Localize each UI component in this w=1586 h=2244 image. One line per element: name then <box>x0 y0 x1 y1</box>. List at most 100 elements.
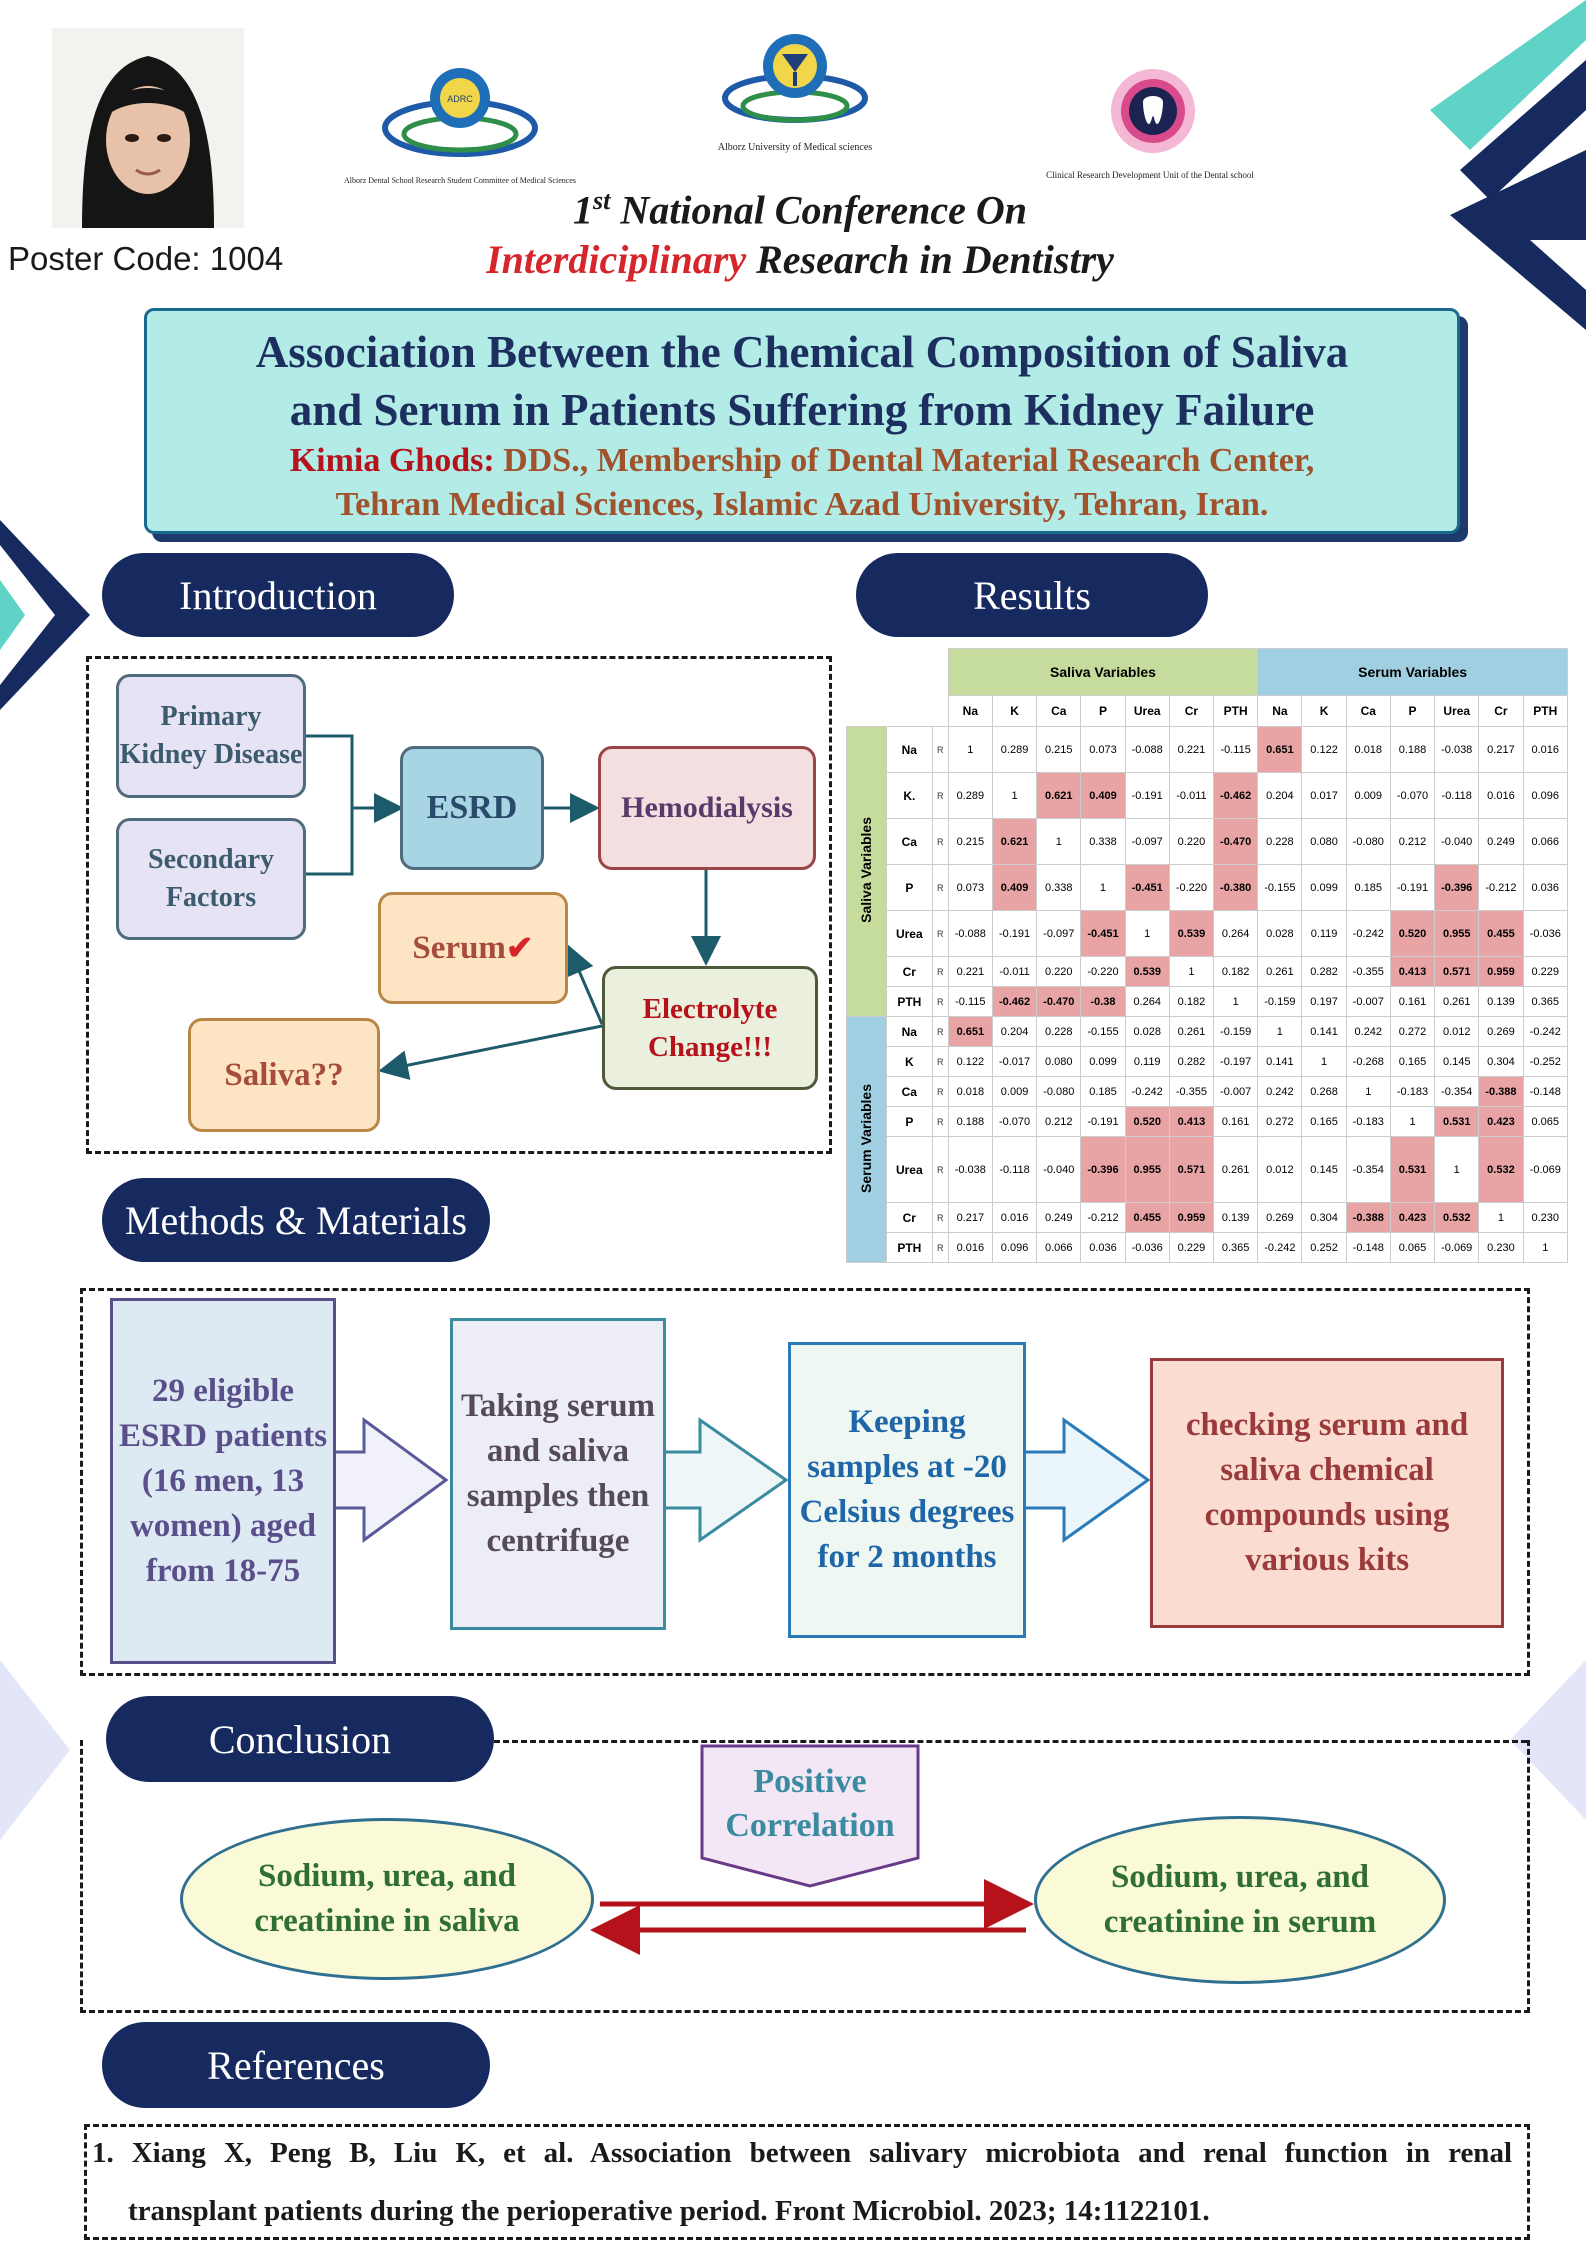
adrc-logo-text: ADRC <box>447 94 473 104</box>
conference-title-rest: National Conference On <box>610 187 1028 233</box>
correlation-cell: 1 <box>1301 1046 1347 1077</box>
correlation-cell: 0.185 <box>1345 864 1391 911</box>
correlation-cell: 1 <box>1124 910 1170 957</box>
correlation-cell: 0.066 <box>1522 818 1569 865</box>
author-affiliation1: DDS., Membership of Dental Material Rese… <box>494 442 1315 479</box>
correlation-cell: 0.261 <box>1434 986 1480 1017</box>
correlation-cell: 1 <box>1389 1106 1436 1137</box>
correlation-cell: 0.531 <box>1389 1136 1436 1203</box>
correlation-cell: 0.455 <box>1478 910 1524 957</box>
correlation-cell: -0.155 <box>1257 864 1303 911</box>
conference-subtitle-rest: Research in Dentistry <box>746 237 1114 282</box>
alborz-university-logo <box>720 28 870 138</box>
poster-title-line2: and Serum in Patients Suffering from Kid… <box>289 385 1315 435</box>
column-header: Cr <box>1168 695 1215 727</box>
reference-1: 1. Xiang X, Peng B, Liu K, et al. Associ… <box>92 2124 1512 2240</box>
row-header: P <box>885 1106 933 1137</box>
row-header: PTH <box>885 986 933 1017</box>
correlation-cell: 0.080 <box>1036 1046 1082 1077</box>
correlation-cell: -0.354 <box>1434 1076 1480 1107</box>
author-name: Kimia Ghods: <box>289 442 495 479</box>
correlation-cell: -0.462 <box>1213 772 1259 819</box>
correlation-cell: -0.242 <box>1522 1016 1569 1047</box>
conference-highlight-word: Interdiciplinary <box>486 237 747 282</box>
poster-code: Poster Code: 1004 <box>8 240 284 277</box>
author-photo <box>52 28 244 228</box>
correlation-cell: 0.272 <box>1389 1016 1436 1047</box>
esrd-box: ESRD <box>400 746 544 870</box>
correlation-cell: -0.354 <box>1345 1136 1391 1203</box>
correlation-cell: 0.122 <box>1301 726 1347 773</box>
conclusion-panel <box>80 1740 1530 2013</box>
correlation-cell: 0.539 <box>1168 910 1215 957</box>
correlation-cell: 0.141 <box>1301 1016 1347 1047</box>
method-step1-box: 29 eligible ESRD patients (16 men, 13 wo… <box>110 1298 336 1664</box>
correlation-cell: 0.269 <box>1257 1202 1303 1233</box>
correlation-cell: 1 <box>991 772 1038 819</box>
correlation-cell: 0.017 <box>1301 772 1347 819</box>
correlation-cell: -0.080 <box>1036 1076 1082 1107</box>
correlation-cell: 0.012 <box>1257 1136 1303 1203</box>
poster-title-line1: Association Between the Chemical Composi… <box>255 327 1349 377</box>
introduction-header: Introduction <box>102 553 454 637</box>
correlation-cell: 0.221 <box>1168 726 1215 773</box>
correlation-cell: 0.016 <box>947 1232 993 1263</box>
correlation-cell: 0.016 <box>1478 772 1524 819</box>
correlation-cell: -0.220 <box>1168 864 1215 911</box>
secondary-factors-box: Secondary Factors <box>116 818 306 940</box>
alborz-university-logo-emblem <box>722 34 868 123</box>
correlation-cell: 0.539 <box>1124 956 1170 987</box>
correlation-cell: 0.229 <box>1522 956 1569 987</box>
correlation-cell: 0.282 <box>1301 956 1347 987</box>
correlation-cell: -0.191 <box>1124 772 1170 819</box>
correlation-cell: -0.212 <box>1080 1202 1126 1233</box>
correlation-cell: 0.365 <box>1213 1232 1259 1263</box>
author-portrait-image <box>52 28 244 228</box>
correlation-cell: 0.036 <box>1080 1232 1126 1263</box>
correlation-cell: -0.191 <box>991 910 1038 957</box>
correlation-cell: -0.388 <box>1478 1076 1524 1107</box>
author-line1: Kimia Ghods: DDS., Membership of Dental … <box>147 439 1457 483</box>
correlation-cell: 1 <box>1213 986 1259 1017</box>
correlation-cell: 0.099 <box>1080 1046 1126 1077</box>
correlation-cell: 0.165 <box>1389 1046 1436 1077</box>
correlation-cell: 0.242 <box>1345 1016 1391 1047</box>
correlation-cell: -0.470 <box>1213 818 1259 865</box>
positive-correlation-label: Positive Correlation <box>725 1763 895 1844</box>
references-header: References <box>102 2022 490 2108</box>
reference-1-line1: 1. Xiang X, Peng B, Liu K, et al. Associ… <box>92 2137 1512 2169</box>
correlation-cell: 0.122 <box>947 1046 993 1077</box>
correlation-cell: -0.148 <box>1345 1232 1391 1263</box>
correlation-cell: 0.520 <box>1389 910 1436 957</box>
conclusion-panel-top-border <box>494 1740 1527 1743</box>
reference-1-line2: transplant patients during the periopera… <box>128 2195 1210 2227</box>
correlation-cell: 0.096 <box>1522 772 1569 819</box>
correlation-cell: 0.036 <box>1522 864 1569 911</box>
correlation-cell: 0.182 <box>1213 956 1259 987</box>
correlation-cell: -0.242 <box>1345 910 1391 957</box>
check-icon: ✔ <box>505 931 534 967</box>
correlation-cell: 0.012 <box>1434 1016 1480 1047</box>
correlation-cell: 0.955 <box>1434 910 1480 957</box>
correlation-cell: 0.365 <box>1522 986 1569 1017</box>
correlation-cell: -0.097 <box>1124 818 1170 865</box>
correlation-cell: 0.009 <box>991 1076 1038 1107</box>
correlation-cell: -0.252 <box>1522 1046 1569 1077</box>
correlation-cell: -0.451 <box>1080 910 1126 957</box>
correlation-cell: 0.065 <box>1389 1232 1436 1263</box>
correlation-cell: 0.145 <box>1434 1046 1480 1077</box>
row-header: Na <box>885 726 933 773</box>
introduction-panel <box>86 656 832 1154</box>
correlation-cell: 1 <box>1522 1232 1569 1263</box>
column-header: P <box>1389 695 1436 727</box>
row-header: Cr <box>885 1202 933 1233</box>
